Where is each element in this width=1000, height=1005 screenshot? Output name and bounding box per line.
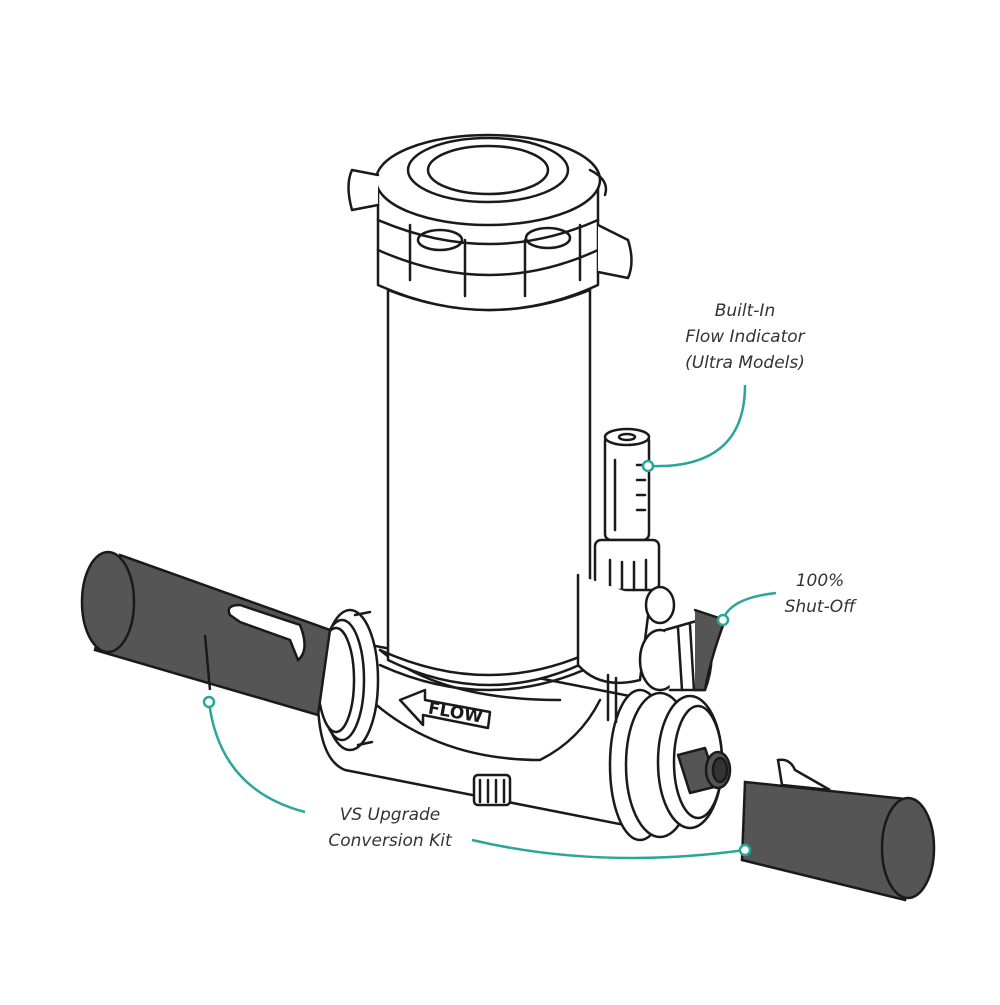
right-nozzle: [676, 746, 732, 795]
callout-line: Flow Indicator: [685, 327, 805, 347]
callout-flow-indicator: Built-In Flow Indicator (Ultra Models): [660, 298, 830, 376]
callout-line: (Ultra Models): [685, 353, 805, 373]
dot-flow-indicator: [641, 459, 655, 473]
callout-line: VS Upgrade: [339, 805, 441, 825]
callout-line: 100%: [795, 571, 845, 591]
left-thread-end: [316, 608, 380, 752]
leader-kit-left: [207, 701, 306, 814]
callout-shut-off: 100% Shut-Off: [760, 568, 880, 620]
shut-off-knob: [638, 608, 727, 692]
left-conversion-sleeve: [80, 550, 332, 717]
lid: [347, 133, 633, 312]
callout-conversion-kit: VS Upgrade Conversion Kit: [300, 802, 480, 854]
drain-fitting: [472, 773, 512, 807]
callout-line: Conversion Kit: [328, 831, 452, 851]
leader-dots: [202, 459, 752, 857]
leader-flow-indicator: [647, 384, 747, 468]
leader-kit-right: [471, 838, 746, 860]
canister: [378, 288, 597, 692]
valve-body: [576, 538, 676, 724]
callout-line: Built-In: [714, 301, 776, 321]
flow-arrow: [398, 688, 492, 730]
callout-line: Shut-Off: [784, 597, 856, 617]
dot-kit-left: [202, 695, 216, 709]
dot-shut-off: [716, 613, 730, 627]
leader-lines: [207, 384, 777, 860]
dot-kit-right: [738, 843, 752, 857]
flow-indicator-tube: [603, 427, 651, 542]
right-conversion-sleeve: [740, 758, 936, 902]
